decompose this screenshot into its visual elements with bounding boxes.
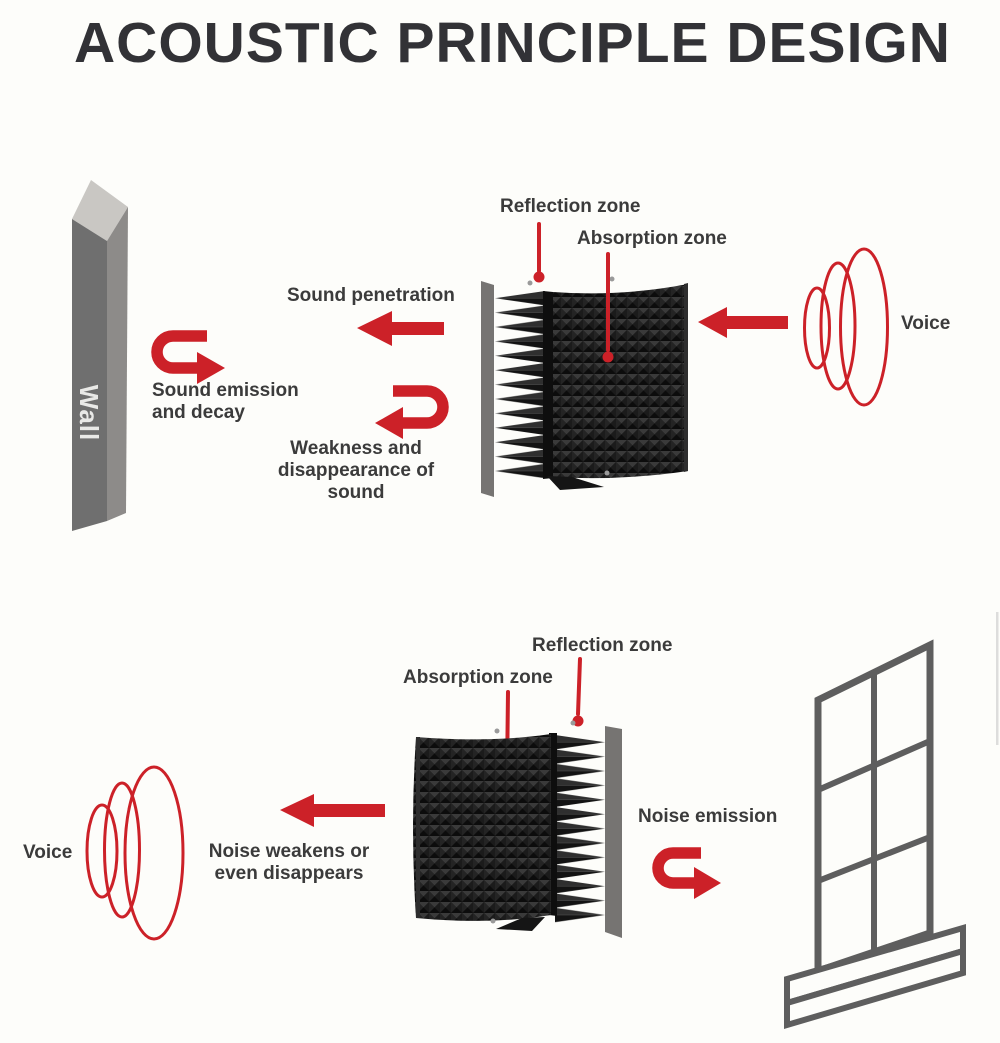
label-reflection-zone-bottom: Reflection zone [532,635,673,656]
voice-arrow-icon [698,307,788,338]
label-noise-weakens: Noise weakens or even disappears [198,841,380,885]
wall-top-face [72,180,128,241]
weakness-uturn-arrow-icon [375,385,449,439]
shield-back-edge-bottom [605,726,622,938]
shield-clip [609,276,615,282]
label-voice-bottom: Voice [23,842,73,863]
reflection-pointer-bottom [572,657,584,727]
wall-front-face [72,219,107,531]
shield-mount-bracket-top [547,476,604,490]
shield-left-edge-bottom [416,737,420,918]
window-mullion-horizontal [816,738,932,793]
right-edge-line [996,612,999,745]
label-weakness: Weakness and disappearance of sound [257,438,455,504]
label-sound-emission-line1: Sound emission [152,380,299,401]
label-noise-weakens-line1: Noise weakens or [208,841,370,862]
sound-penetration-arrow-icon [357,311,444,346]
label-sound-penetration: Sound penetration [287,285,455,306]
shield-fold-top [543,291,553,479]
shield-back-edge-top [481,281,494,497]
label-weakness-line1: Weakness and [290,438,422,459]
shield-foam-wedges-top [495,291,545,479]
shield-clip [494,728,500,734]
shield-clip [604,470,610,476]
isolation-shield-top-graphic [481,276,688,497]
label-voice-top: Voice [901,313,951,334]
wall-graphic [72,180,128,531]
wall-label: Wall [74,384,104,442]
label-noise-weakens-line2: even disappears [214,863,364,884]
shield-right-edge-top [684,283,688,472]
voice-sound-waves-top-icon [803,247,889,407]
noise-weakens-arrow-icon [280,794,385,827]
wall-side-face [107,207,128,521]
reflection-pointer-top [533,222,545,283]
noise-emission-uturn-arrow-icon [652,847,721,899]
label-absorption-zone-top: Absorption zone [577,228,727,249]
label-absorption-zone-bottom: Absorption zone [403,667,553,688]
label-sound-emission-line2: and decay [152,402,245,423]
isolation-shield-bottom-graphic [413,720,622,938]
window-graphic [784,639,966,1030]
label-sound-emission: Sound emission and decay [152,380,299,424]
label-weakness-line2: disappearance of sound [277,460,435,503]
sound-emission-uturn-arrow-icon [151,330,225,384]
window-sill-front [784,946,966,1030]
shield-clip [570,720,576,726]
shield-clip [490,918,496,924]
shield-foam-wedges-bottom [555,735,605,923]
window-mullion-horizontal [816,834,932,884]
label-noise-emission: Noise emission [638,806,778,827]
label-reflection-zone-top: Reflection zone [500,196,641,217]
absorption-pointer-top [602,252,614,363]
shield-main-panel-top [553,284,688,479]
page-title: ACOUSTIC PRINCIPLE DESIGN [74,11,951,75]
shield-main-panel-bottom [413,734,551,921]
shield-clip [527,280,533,286]
voice-sound-waves-bottom-icon [85,765,185,941]
shield-mount-bracket-bottom [496,917,545,931]
